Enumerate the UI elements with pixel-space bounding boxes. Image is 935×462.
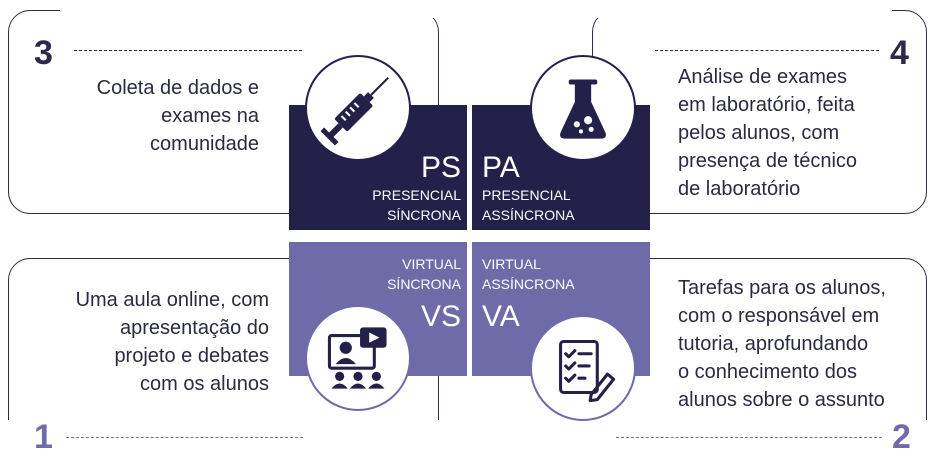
step-number-1: 1 <box>34 418 53 456</box>
step-number-3: 3 <box>34 34 53 72</box>
dashed-leader-1 <box>66 437 303 438</box>
dashed-leader-3 <box>74 50 302 51</box>
quadrant-label-ps-line1: PRESENCIAL <box>372 187 461 203</box>
flask-icon <box>530 55 636 161</box>
quadrant-code-vs: VS <box>420 300 461 333</box>
step-number-2: 2 <box>892 418 911 456</box>
dashed-leader-4 <box>655 50 879 51</box>
quadrant-code-va: VA <box>482 300 520 333</box>
quadrant-label-vs-line2: SÍNCRONA <box>387 276 461 292</box>
dashed-leader-2 <box>616 437 882 438</box>
quadrant-label-pa-line1: PRESENCIAL <box>482 187 571 203</box>
quadrant-code-ps: PS <box>420 151 461 184</box>
quadrant-label-va-line2: ASSÍNCRONA <box>482 276 575 292</box>
step-number-4: 4 <box>890 34 909 72</box>
checklist-icon <box>530 315 636 421</box>
quadrant-code-pa: PA <box>482 151 520 184</box>
description-step-1: Uma aula online, com apresentação do pro… <box>75 289 269 395</box>
quadrant-label-pa-line2: ASSÍNCRONA <box>482 207 575 223</box>
quadrant-label-ps-line2: SÍNCRONA <box>387 207 461 223</box>
description-step-2: Tarefas para os alunos, com o responsáve… <box>678 277 886 411</box>
quadrant-label-va-line1: VIRTUAL <box>482 256 541 272</box>
syringe-icon <box>305 55 411 161</box>
description-step-4: Análise de exames em laboratório, feita … <box>678 66 858 200</box>
video-class-icon <box>305 305 411 411</box>
description-step-3: Coleta de dados e exames na comunidade <box>96 77 259 155</box>
quadrant-label-vs-line1: VIRTUAL <box>402 256 461 272</box>
